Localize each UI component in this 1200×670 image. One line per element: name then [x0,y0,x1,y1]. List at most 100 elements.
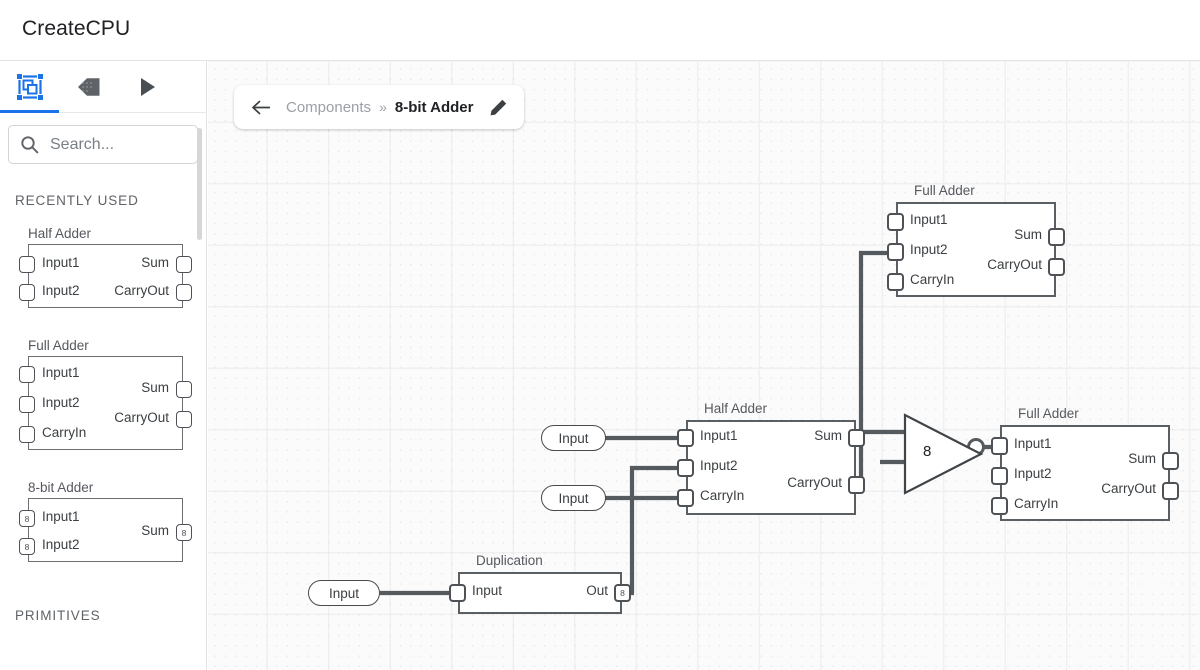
node-full-adder-right[interactable]: Full Adder Input1 Input2 CarryIn Sum Car… [991,406,1179,521]
sidebar: RECENTLY USED Half Adder Input1 Input2 S… [0,61,207,670]
port-sum[interactable] [1162,452,1179,470]
port-input1[interactable] [887,213,904,231]
component-preview: 8 Input1 8 Input2 8 Sum [19,498,192,562]
port-label: Input2 [42,395,80,410]
port-input2[interactable] [19,396,35,413]
node-duplication[interactable]: Duplication Input 8 Out [449,553,631,614]
pencil-icon [491,99,507,115]
port-carryout[interactable] [176,411,192,428]
tab-components[interactable] [0,61,59,113]
breadcrumb: Components » 8-bit Adder [234,85,525,129]
search-input[interactable] [50,135,180,154]
arrow-left-icon [251,100,270,114]
breadcrumb-parent[interactable]: Components [286,98,372,116]
port-label: Sum [141,523,169,538]
port-carryin[interactable] [19,426,35,443]
breadcrumb-current: 8-bit Adder [394,98,474,116]
section-recently-used: RECENTLY USED [15,193,139,208]
chip-outline [1000,425,1170,521]
port-label: Input2 [910,242,948,257]
port-label: CarryOut [1101,481,1156,496]
play-icon [140,78,155,96]
port-input2[interactable] [991,467,1008,485]
port-input2[interactable] [19,284,35,301]
port-out[interactable]: 8 [614,584,631,602]
port-input[interactable] [449,584,466,602]
port-sum[interactable]: 8 [176,524,192,541]
port-sum[interactable] [1048,228,1065,246]
port-carryout[interactable] [1048,258,1065,276]
port-input1[interactable] [19,256,35,273]
search-container [8,125,198,164]
port-input2[interactable] [887,243,904,261]
port-label: CarryIn [1014,496,1059,511]
port-label: Input1 [42,509,80,524]
port-sum[interactable] [176,256,192,273]
node-full-adder-top[interactable]: Full Adder Input1 Input2 CarryIn Sum Car… [887,183,1065,297]
port-carryin[interactable] [887,273,904,291]
node-title: Half Adder [704,401,768,416]
port-label: CarryOut [787,475,842,490]
triangle-icon [903,413,984,495]
sidebar-tab-bar [0,61,206,113]
port-input2[interactable]: 8 [19,538,35,555]
search-box[interactable] [8,125,198,164]
tab-run[interactable] [118,61,177,113]
port-label: Sum [1128,451,1156,466]
port-input2[interactable] [677,459,694,477]
sidebar-scrollbar[interactable] [197,128,202,240]
node-title: Full Adder [1018,406,1079,421]
chip-icon [16,74,43,100]
circuit-canvas[interactable]: 8 Components » 8-bit Adder Input Input I… [208,61,1200,670]
sidebar-item-8-bit-adder[interactable]: 8-bit Adder 8 Input1 8 Input2 8 Sum [0,480,206,562]
node-half-adder[interactable]: Half Adder Input1 Input2 CarryIn Sum Car… [677,401,865,515]
port-carryin[interactable] [991,497,1008,515]
port-carryout[interactable] [1162,482,1179,500]
port-sum[interactable] [176,381,192,398]
port-input1[interactable]: 8 [19,510,35,527]
back-button[interactable] [248,99,274,116]
input-pin-3[interactable]: Input [308,580,380,606]
section-primitives: PRIMITIVES [15,608,101,623]
port-sum[interactable] [848,429,865,447]
port-label: Input1 [1014,436,1052,451]
port-label: CarryIn [42,425,87,440]
bus-merge-node[interactable]: 8 [899,413,991,495]
port-input1[interactable] [991,437,1008,455]
port-carryin[interactable] [677,489,694,507]
port-label: Sum [814,428,842,443]
sidebar-item-half-adder[interactable]: Half Adder Input1 Input2 Sum CarryOut [0,226,206,308]
sidebar-component-list[interactable]: RECENTLY USED Half Adder Input1 Input2 S… [0,179,206,670]
node-title: Duplication [476,553,543,568]
port-label: CarryIn [700,488,745,503]
component-preview: Input1 Input2 CarryIn Sum CarryOut [19,356,192,450]
bus-width-label: 8 [923,443,932,460]
tab-tags[interactable] [59,61,118,113]
port-input1[interactable] [19,366,35,383]
component-preview: Input1 Input2 Sum CarryOut [19,244,192,308]
chip-outline [458,572,622,614]
port-label: Input2 [700,458,738,473]
breadcrumb-separator: » [379,99,387,115]
edit-name-button[interactable] [489,98,508,117]
chip-outline [28,244,183,308]
input-pin-1[interactable]: Input [541,425,606,451]
port-carryout[interactable] [176,284,192,301]
input-pin-2[interactable]: Input [541,485,606,511]
port-label: CarryOut [114,410,169,425]
component-name: Half Adder [28,226,92,241]
port-label: Input1 [42,255,80,270]
port-input1[interactable] [677,429,694,447]
tab-active-indicator [0,110,59,113]
component-name: Full Adder [28,338,89,353]
node-title: Full Adder [914,183,975,198]
port-label: Input1 [700,428,738,443]
port-carryout[interactable] [848,476,865,494]
tag-icon [77,78,99,96]
sidebar-item-full-adder[interactable]: Full Adder Input1 Input2 CarryIn Sum Car… [0,338,206,450]
title-bar: CreateCPU [0,0,1200,61]
port-label: Input2 [1014,466,1052,481]
port-label: Input1 [42,365,80,380]
port-label: CarryOut [114,283,169,298]
